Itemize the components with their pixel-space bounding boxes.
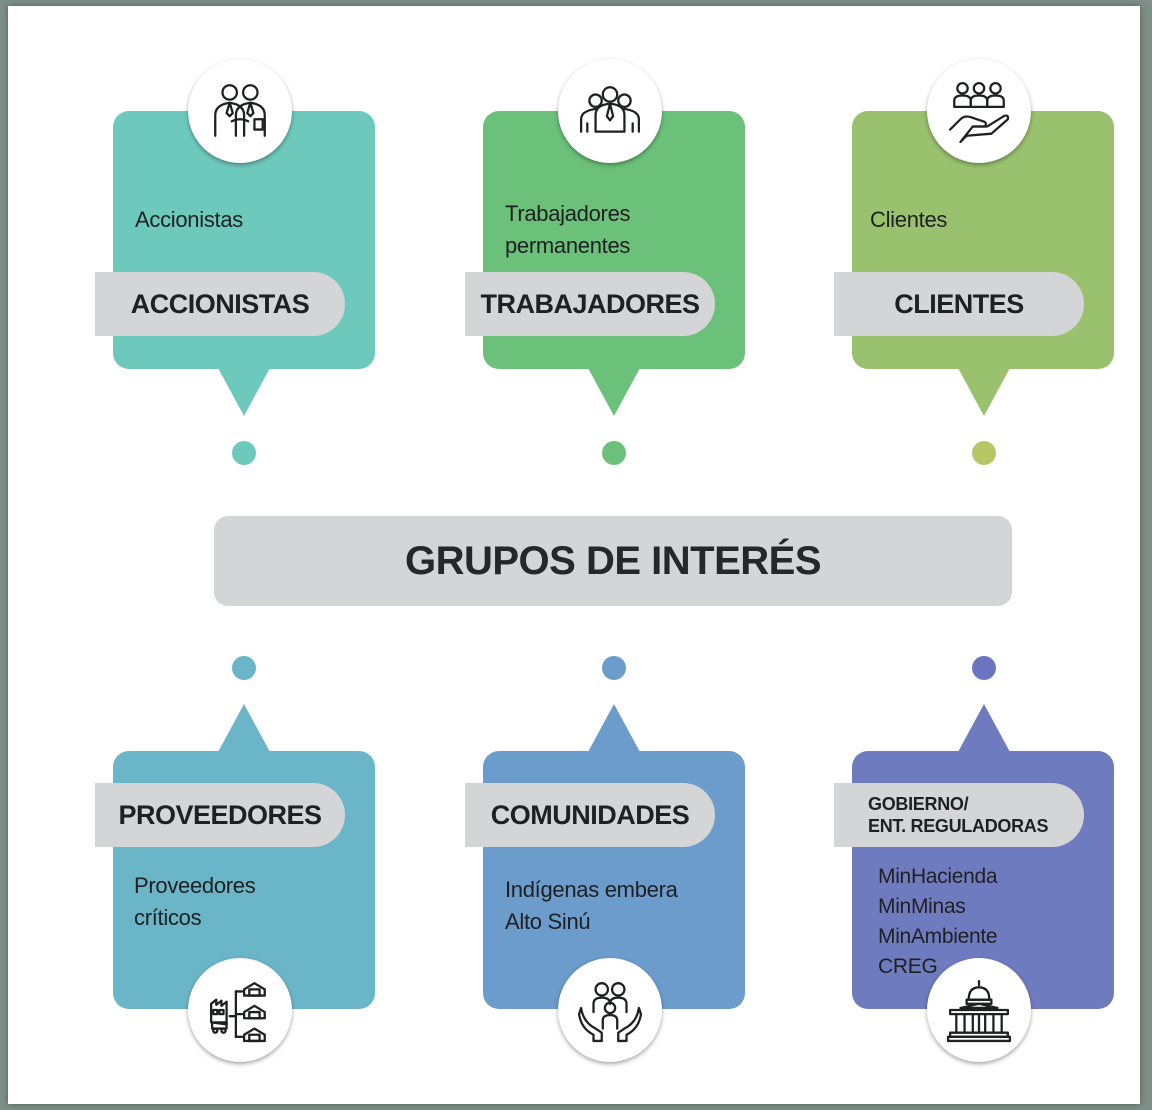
- community-family-icon: [558, 958, 662, 1062]
- comunidades-description: Indígenas embera Alto Sinú: [505, 874, 678, 938]
- clientes-description-line: Clientes: [870, 207, 948, 232]
- gobierno-description-line: MinMinas: [878, 895, 966, 918]
- clientes-label: CLIENTES: [834, 272, 1084, 336]
- team-workers-icon: [558, 59, 662, 163]
- accionistas-label-text: ACCIONISTAS: [130, 288, 310, 319]
- trabajadores-dot: [602, 441, 626, 465]
- gobierno-pointer: [958, 704, 1010, 752]
- trabajadores-label: TRABAJADORES: [465, 272, 715, 336]
- comunidades-description-line: Alto Sinú: [505, 909, 591, 934]
- gobierno-description-line: CREG: [878, 955, 938, 978]
- gobierno-label-line: GOBIERNO/: [868, 794, 969, 814]
- business-handshake-icon: [188, 59, 292, 163]
- accionistas-pointer: [218, 368, 270, 416]
- accionistas-label: ACCIONISTAS: [95, 272, 345, 336]
- clientes-pointer: [958, 368, 1010, 416]
- clientes-description: Clientes: [870, 204, 947, 236]
- comunidades-dot: [602, 656, 626, 680]
- comunidades-description-line: Indígenas embera: [505, 877, 678, 902]
- infographic-frame: Accionistas ACCIONISTAS Trabajadores per…: [8, 6, 1140, 1104]
- gobierno-dot: [972, 656, 996, 680]
- comunidades-pointer: [588, 704, 640, 752]
- proveedores-description-line: Proveedores: [134, 873, 256, 898]
- accionistas-description-line: Accionistas: [135, 207, 243, 232]
- trabajadores-description-line: permanentes: [505, 233, 631, 258]
- supply-chain-icon: [188, 958, 292, 1062]
- trabajadores-label-text: TRABAJADORES: [480, 288, 700, 319]
- trabajadores-description: Trabajadores permanentes: [505, 198, 631, 262]
- proveedores-label-text: PROVEEDORES: [118, 799, 322, 830]
- gobierno-description-line: MinHacienda: [878, 865, 998, 888]
- government-building-icon: [927, 958, 1031, 1062]
- trabajadores-pointer: [588, 368, 640, 416]
- clientes-dot: [972, 441, 996, 465]
- accionistas-dot: [232, 441, 256, 465]
- gobierno-label-line: ENT. REGULADORAS: [868, 816, 1049, 836]
- accionistas-description: Accionistas: [135, 204, 243, 236]
- customers-hand-icon: [927, 59, 1031, 163]
- proveedores-dot: [232, 656, 256, 680]
- center-title-bar: GRUPOS DE INTERÉS: [214, 516, 1012, 606]
- comunidades-label: COMUNIDADES: [465, 783, 715, 847]
- proveedores-pointer: [218, 704, 270, 752]
- gobierno-label: GOBIERNO/ ENT. REGULADORAS: [834, 783, 1084, 847]
- proveedores-description-line: críticos: [134, 905, 202, 930]
- center-title: GRUPOS DE INTERÉS: [404, 538, 822, 583]
- proveedores-description: Proveedores críticos: [134, 870, 256, 934]
- clientes-label-text: CLIENTES: [894, 288, 1024, 319]
- gobierno-description: MinHacienda MinMinas MinAmbiente CREG: [878, 862, 998, 982]
- proveedores-label: PROVEEDORES: [95, 783, 345, 847]
- comunidades-label-text: COMUNIDADES: [490, 799, 690, 830]
- trabajadores-description-line: Trabajadores: [505, 201, 631, 226]
- gobierno-description-line: MinAmbiente: [878, 925, 998, 948]
